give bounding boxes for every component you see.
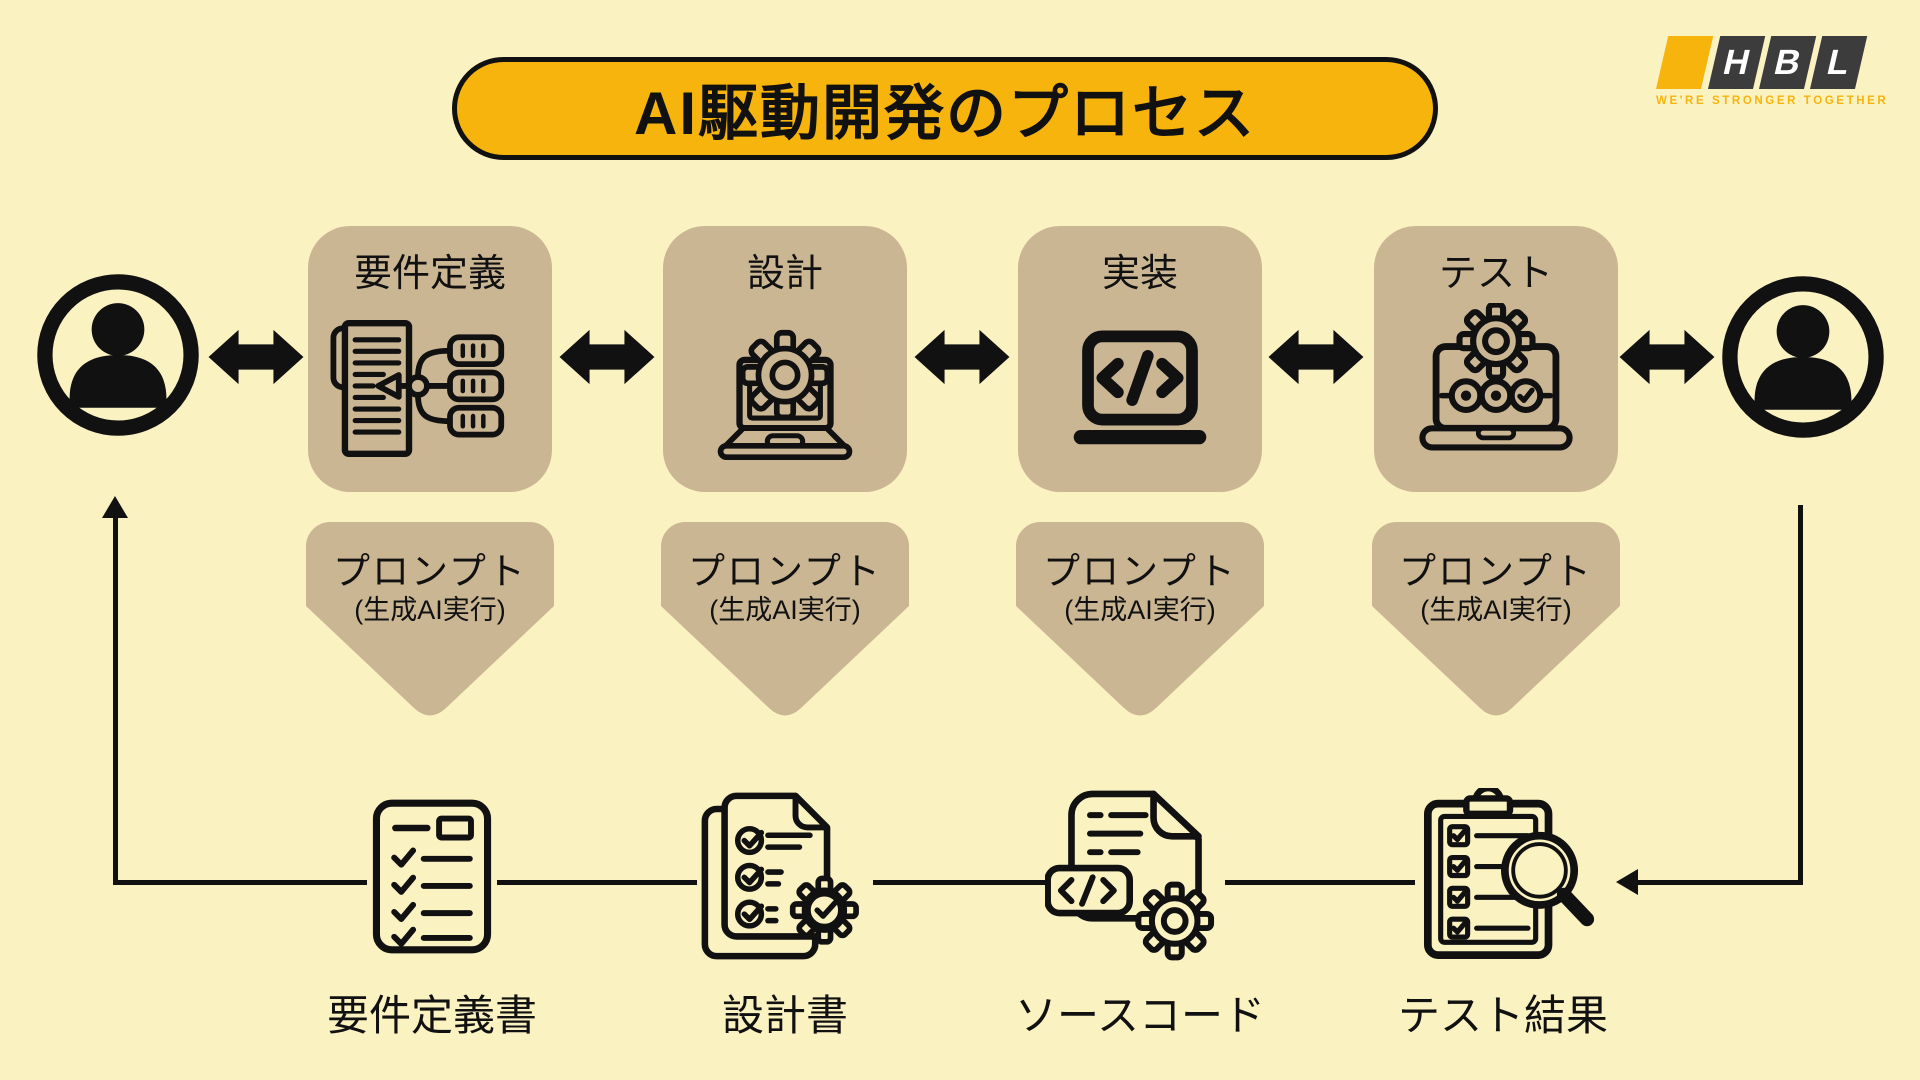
flow-arrow-up-icon xyxy=(102,496,128,518)
flow-line-bottom-4 xyxy=(1225,880,1415,885)
hbl-logo: H B L WE'RE STRONGER TOGETHER xyxy=(1656,36,1888,107)
laptop-test-checks-icon xyxy=(1419,303,1573,451)
logo-tagline: WE'RE STRONGER TOGETHER xyxy=(1656,95,1889,107)
prompt-callout: プロンプト (生成AI実行) xyxy=(1372,522,1620,726)
double-arrow-icon xyxy=(208,329,304,385)
stage-label: テスト xyxy=(1438,253,1553,295)
prompt-subtitle: (生成AI実行) xyxy=(709,595,861,625)
page-title: AI駆動開発のプロセス xyxy=(634,80,1256,147)
flow-line-bottom-3 xyxy=(873,880,1045,885)
output-label: テスト結果 xyxy=(1397,992,1608,1039)
user-icon-right xyxy=(1722,276,1884,438)
test-results-clipboard-icon xyxy=(1423,788,1595,959)
prompt-title: プロンプト xyxy=(688,551,882,592)
double-arrow-icon xyxy=(559,329,655,385)
output-label: 要件定義書 xyxy=(326,992,537,1039)
title-banner: AI駆動開発のプロセス xyxy=(452,57,1438,160)
output-label: 設計書 xyxy=(721,992,848,1039)
stage-card-requirements: 要件定義 xyxy=(308,226,552,492)
flow-line-bottom-2 xyxy=(497,880,697,885)
prompt-callout-shape xyxy=(1016,522,1264,716)
logo-letter-l: L xyxy=(1810,36,1868,89)
design-document-gear-icon xyxy=(701,792,873,960)
logo-blocks: H B L xyxy=(1656,36,1901,89)
prompt-callout-shape xyxy=(1372,522,1620,716)
stage-card-test: テスト xyxy=(1374,226,1618,492)
flow-arrow-left-icon xyxy=(1616,869,1638,895)
laptop-code-icon xyxy=(1073,330,1207,445)
logo-letter-h: H xyxy=(1708,36,1766,89)
stage-label: 要件定義 xyxy=(353,253,506,295)
source-code-file-icon xyxy=(1045,790,1225,966)
user-icon-left xyxy=(37,274,199,436)
prompt-callout-shape xyxy=(306,522,554,716)
flow-line-bottom-1 xyxy=(113,880,367,885)
prompt-callout: プロンプト (生成AI実行) xyxy=(306,522,554,726)
prompt-subtitle: (生成AI実行) xyxy=(1420,595,1572,625)
prompt-subtitle: (生成AI実行) xyxy=(354,595,506,625)
stage-label: 実装 xyxy=(1101,253,1178,295)
checklist-document-icon xyxy=(372,799,492,954)
stage-card-implementation: 実装 xyxy=(1018,226,1262,492)
double-arrow-icon xyxy=(1268,329,1364,385)
double-arrow-icon xyxy=(1619,329,1715,385)
flow-line-bottom-5 xyxy=(1637,880,1803,885)
logo-yellow-block xyxy=(1656,36,1714,89)
prompt-subtitle: (生成AI実行) xyxy=(1064,595,1216,625)
flow-line-left-vertical xyxy=(113,512,118,883)
stage-card-design: 設計 xyxy=(663,226,907,492)
output-label: ソースコード xyxy=(1015,992,1265,1039)
stage-label: 設計 xyxy=(746,253,823,295)
logo-letter-b: B xyxy=(1759,36,1817,89)
prompt-callout: プロンプト (生成AI実行) xyxy=(1016,522,1264,726)
prompt-callout: プロンプト (生成AI実行) xyxy=(661,522,909,726)
prompt-title: プロンプト xyxy=(333,551,527,592)
prompt-title: プロンプト xyxy=(1399,551,1593,592)
prompt-title: プロンプト xyxy=(1043,551,1237,592)
laptop-gear-icon xyxy=(717,322,853,461)
double-arrow-icon xyxy=(914,329,1010,385)
requirements-document-icon xyxy=(330,319,505,458)
prompt-callout-shape xyxy=(661,522,909,716)
flow-line-right-vertical xyxy=(1798,505,1803,883)
